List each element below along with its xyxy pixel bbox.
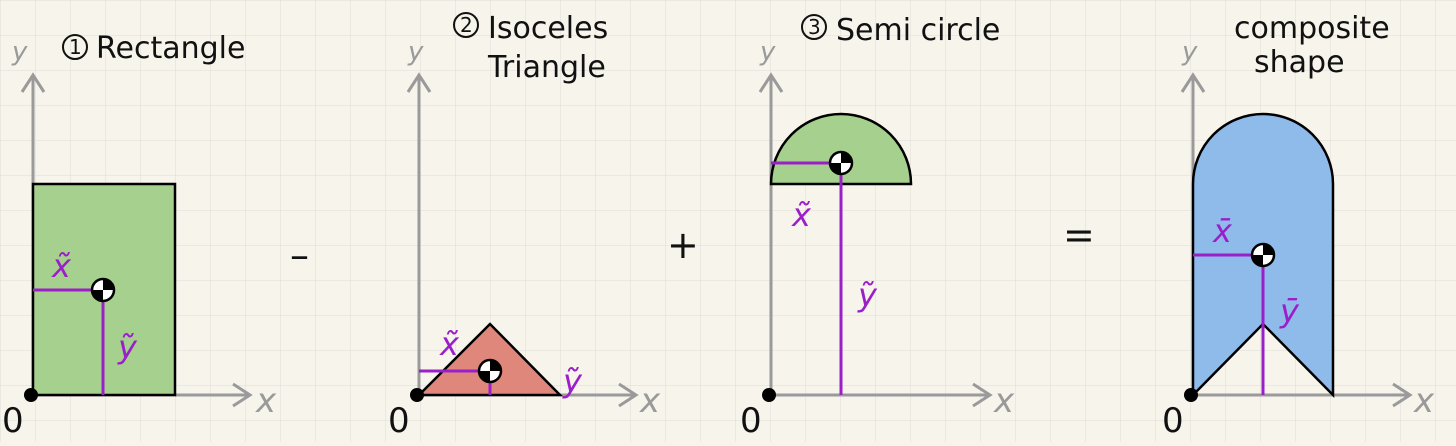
y-tilde-label: ỹ [117, 328, 138, 366]
origin-dot-icon [24, 388, 38, 402]
centroid-marker-icon [90, 277, 116, 303]
x-axis-label: x [639, 381, 661, 421]
minus-operator: – [290, 233, 309, 277]
panel-rectangle: y x x̃ ỹ 0 1 Rectangle [2, 31, 277, 441]
origin-label: 0 [740, 401, 762, 441]
panel-title-line-1: composite [1234, 11, 1390, 46]
x-axis-arrow-icon [232, 382, 253, 408]
y-tilde-label: ỹ [562, 362, 583, 400]
centroid-marker-icon [477, 358, 503, 384]
y-axis-label: y [407, 37, 424, 67]
x-axis-arrow-icon [1392, 382, 1413, 408]
x-axis-arrow-icon [972, 382, 993, 408]
x-bar-label: x̄ [1212, 212, 1233, 250]
panel-composite: y x x̄ ȳ 0 composite shape [1162, 11, 1435, 441]
equals-operator: = [1063, 213, 1095, 257]
panel-number-circle [801, 14, 827, 40]
panel-number-circle [62, 34, 88, 60]
y-tilde-label: ỹ [857, 276, 878, 314]
x-tilde-label: x̃ [791, 196, 812, 234]
x-tilde-label: x̃ [439, 325, 460, 363]
y-axis-arrow-icon [1180, 72, 1206, 93]
centroid-marker-icon [828, 150, 854, 176]
y-bar-label: ȳ [1279, 292, 1300, 330]
origin-label: 0 [2, 401, 24, 441]
panel-title: Rectangle [96, 31, 245, 66]
panel-number-circle [453, 12, 479, 38]
semicircle-shape [769, 112, 913, 186]
x-tilde-label: x̃ [51, 247, 72, 285]
y-axis-label: y [11, 37, 28, 67]
y-axis-arrow-icon [758, 72, 784, 93]
y-axis-arrow-icon [20, 72, 46, 93]
origin-dot-icon [1184, 388, 1198, 402]
panel-number: 3 [808, 15, 821, 39]
origin-dot-icon [410, 388, 424, 402]
origin-dot-icon [762, 388, 776, 402]
plus-operator: + [667, 223, 699, 267]
origin-label: 0 [1162, 401, 1184, 441]
x-axis-label: x [1413, 381, 1435, 421]
y-axis-arrow-icon [406, 72, 432, 93]
x-axis-arrow-icon [618, 382, 639, 408]
y-axis-label: y [1181, 37, 1198, 67]
panel-semicircle: y x x̃ ỹ 0 3 Semi circle [740, 13, 1015, 441]
panel-title-line-1: Isoceles [488, 11, 608, 46]
centroid-marker-icon [1250, 242, 1276, 268]
panel-title-line-2: shape [1254, 45, 1345, 80]
panel-triangle: y x x̃ ỹ 0 2 Isoceles Triangle [388, 11, 661, 441]
y-axis-label: y [759, 37, 776, 67]
panel-number: 1 [69, 35, 82, 59]
panel-title: Semi circle [836, 13, 1000, 48]
panel-number: 2 [460, 13, 473, 37]
origin-label: 0 [388, 401, 410, 441]
x-axis-label: x [993, 381, 1015, 421]
panel-title-line-2: Triangle [487, 50, 606, 85]
x-axis-label: x [255, 381, 277, 421]
